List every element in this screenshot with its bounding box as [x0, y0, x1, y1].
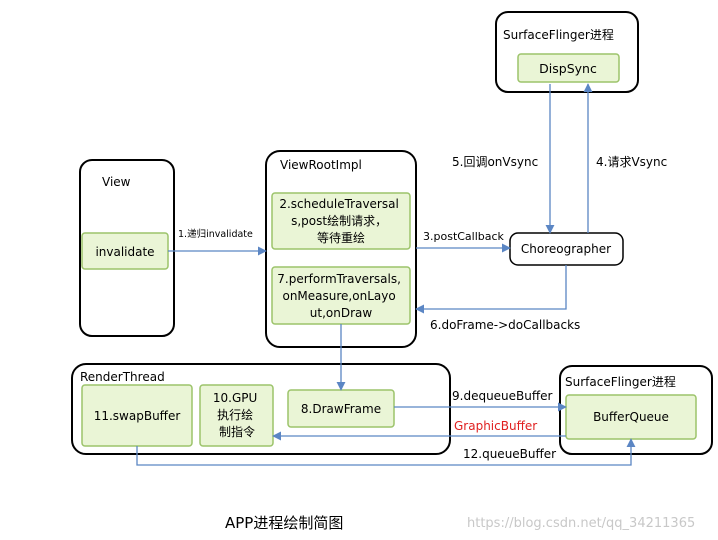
edge-doframe-arrow: [415, 265, 567, 314]
edge-doframe-label: 6.doFrame->doCallbacks: [430, 318, 580, 332]
dispsync-node: [517, 53, 620, 83]
edge-request-vsync-label: 4.请求Vsync: [596, 155, 667, 169]
dispsync-label: DispSync: [539, 61, 597, 76]
swapbuffer-label: 11.swapBuffer: [94, 409, 181, 423]
edge-queuebuffer-label: 12.queueBuffer: [463, 447, 556, 461]
edge-postcallback-label: 3.postCallback: [423, 230, 505, 243]
choreographer-label: Choreographer: [521, 242, 611, 256]
edges: 1.递归invalidate 3.postCallback 5.回调onVsyn…: [136, 83, 667, 466]
edge-onvsync-label: 5.回调onVsync: [452, 155, 538, 169]
schedule-traversals-label: 2.scheduleTraversal s,post绘制请求， 等待重绘: [279, 197, 402, 245]
edge-graphicbuffer-label: GraphicBuffer: [454, 419, 537, 433]
edge-dequeuebuffer-label: 9.dequeueBuffer: [452, 389, 553, 403]
drawframe-label: 8.DrawFrame: [301, 402, 381, 416]
viewrootimpl-title: ViewRootImpl: [280, 158, 362, 172]
viewrootimpl-container: ViewRootImpl 2.scheduleTraversal s,post绘…: [265, 150, 417, 348]
gpu-node: [199, 384, 274, 447]
choreographer-container: Choreographer: [509, 232, 624, 266]
renderthread-container: RenderThread 11.swapBuffer 10.GPU 执行绘 制指…: [71, 363, 451, 455]
invalidate-label: invalidate: [95, 245, 154, 259]
surfaceflinger-top-container: SurfaceFlinger进程 DispSync: [495, 11, 639, 93]
edge-invalidate-label: 1.递归invalidate: [178, 228, 253, 240]
surfaceflinger-top-title: SurfaceFlinger进程: [503, 27, 614, 42]
gpu-label: 10.GPU 执行绘 制指令: [213, 391, 261, 439]
watermark: https://blog.csdn.net/qq_34211365: [467, 516, 695, 531]
surfaceflinger-bottom-container: SurfaceFlinger进程 BufferQueue: [559, 365, 713, 455]
diagram-caption: APP进程绘制简图: [225, 514, 343, 532]
view-container: View invalidate: [79, 159, 175, 337]
edge-queuebuffer-arrow: [136, 438, 636, 466]
bufferqueue-label: BufferQueue: [593, 410, 669, 424]
surfaceflinger-bottom-title: SurfaceFlinger进程: [565, 374, 676, 389]
perform-traversals-label: 7.performTraversals, onMeasure,onLayo ut…: [277, 272, 404, 320]
view-title: View: [102, 175, 131, 189]
schedule-traversals-node: [271, 192, 411, 250]
renderthread-title: RenderThread: [80, 370, 165, 384]
